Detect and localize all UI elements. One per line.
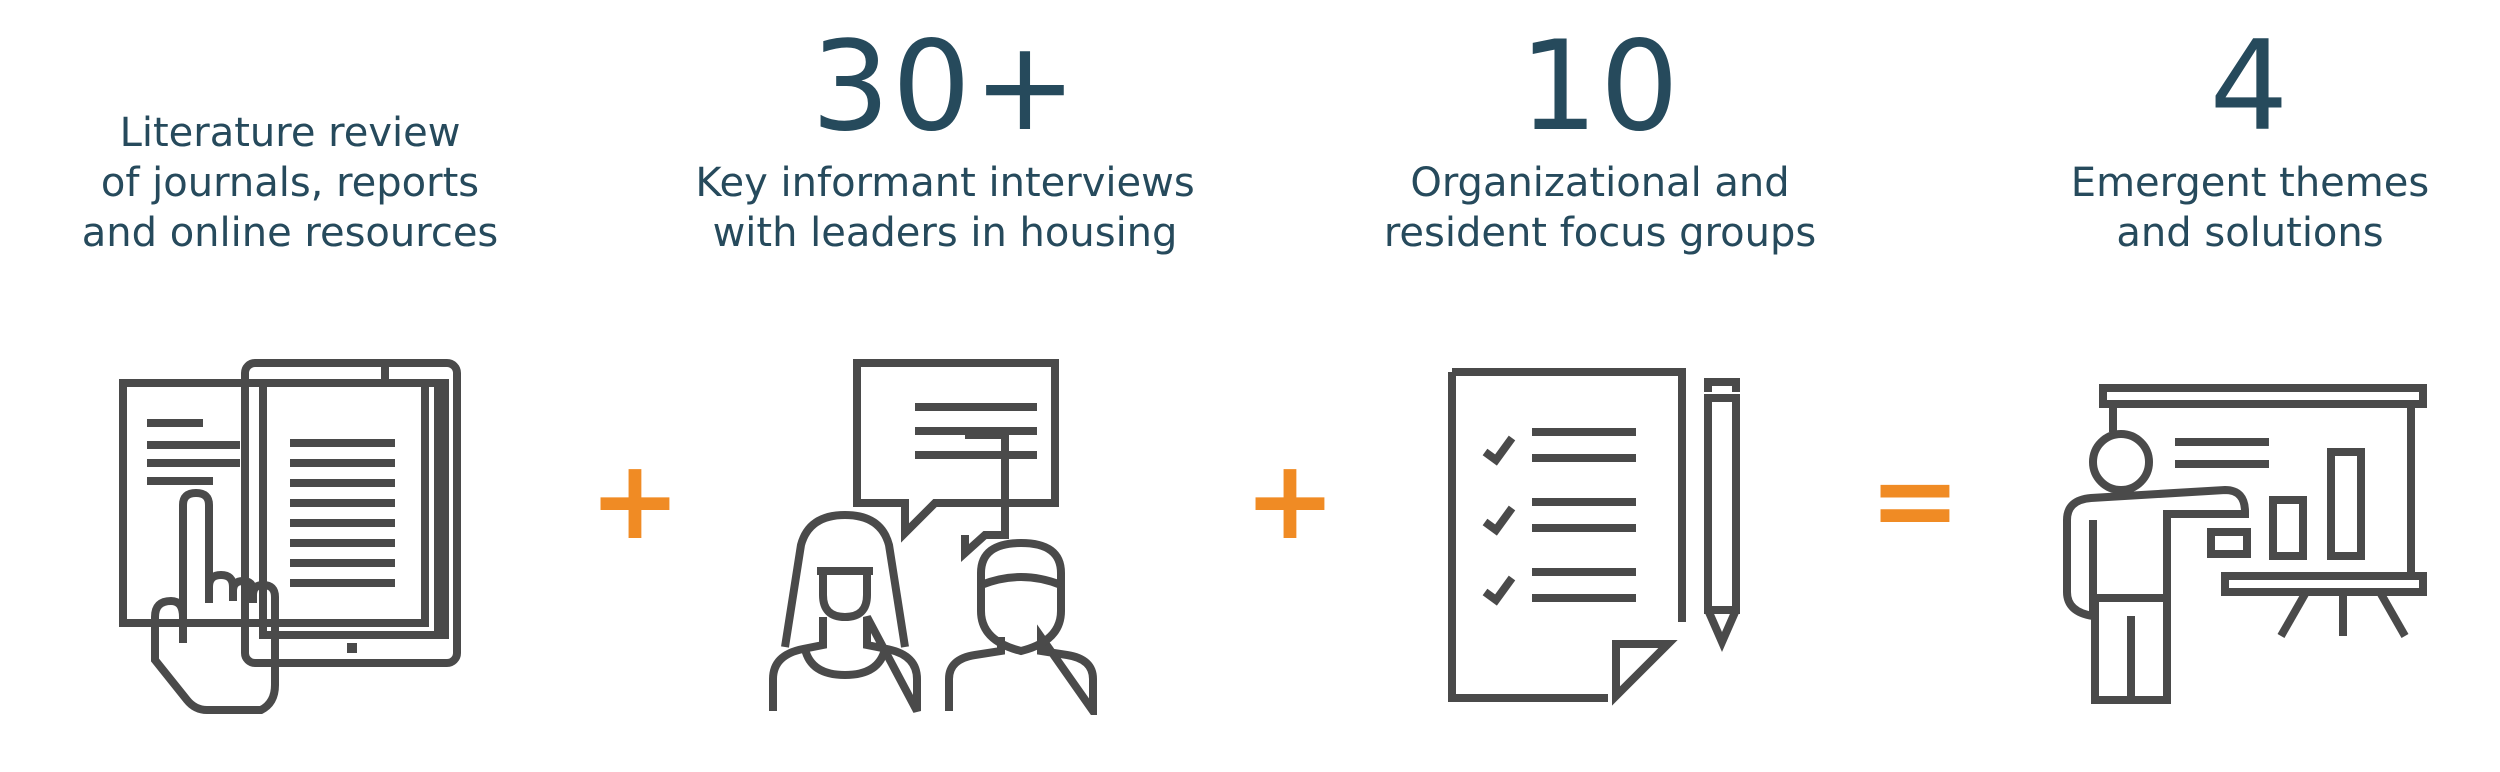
plus-operator-2: + — [1243, 436, 1337, 564]
step-number: 30+ — [811, 15, 1079, 159]
checklist-pencil-icon — [1448, 368, 1740, 706]
step-number: 10 — [1519, 15, 1681, 159]
step-caption: Organizational and resident focus groups — [1383, 160, 1817, 256]
step-caption: Key informant interviews with leaders in… — [695, 160, 1195, 256]
step-number: 4 — [2209, 15, 2291, 159]
interview-people-icon — [769, 359, 1097, 715]
plus-operator-1: + — [588, 436, 682, 564]
presenter-chart-icon — [2063, 384, 2427, 704]
equals-operator: = — [1868, 436, 1962, 564]
step-caption: Emergent themes and solutions — [2070, 160, 2430, 256]
step-caption: Literature review of journals, reports a… — [81, 110, 499, 256]
book-tablet-hand-icon — [119, 359, 461, 714]
